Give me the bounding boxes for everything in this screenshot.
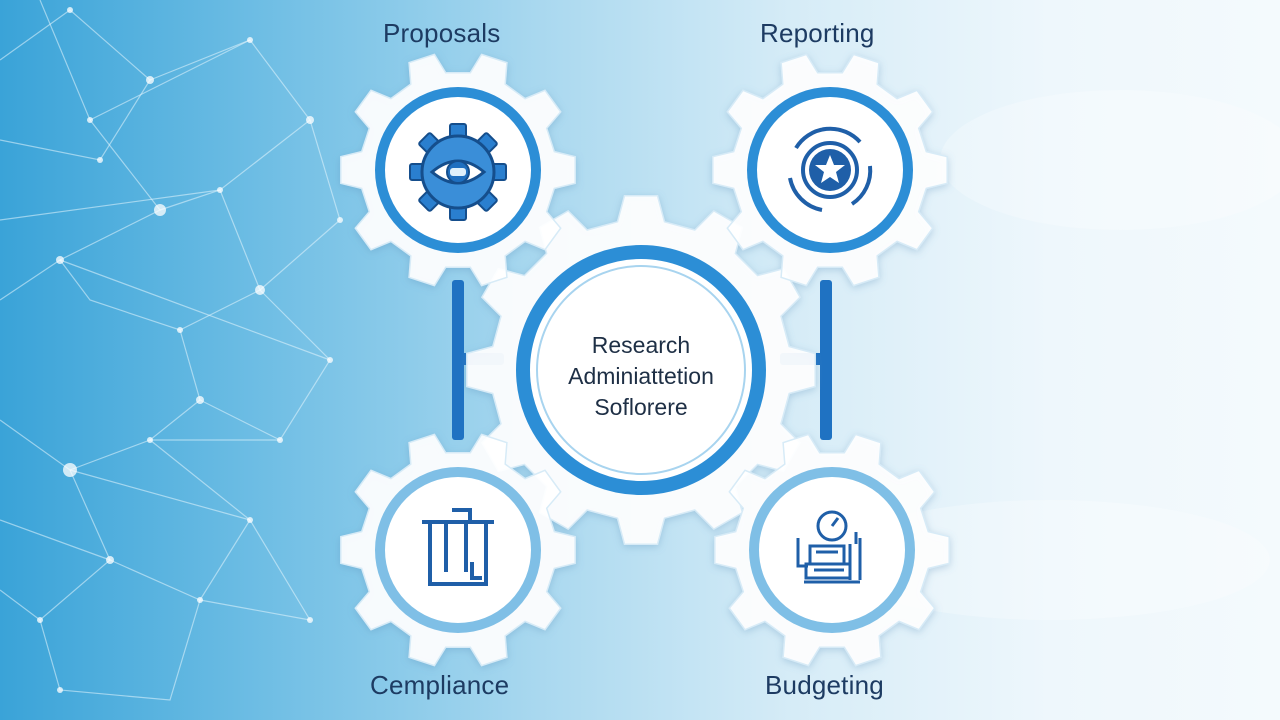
ring-compliance bbox=[375, 467, 541, 633]
hub-outer-ring bbox=[516, 245, 766, 495]
hub-title-line-3: Soflorere bbox=[594, 394, 688, 420]
target-star-icon bbox=[788, 126, 873, 212]
hub bbox=[516, 245, 766, 495]
hub-inner-ring bbox=[536, 265, 746, 475]
label-compliance: Cempliance bbox=[370, 670, 510, 700]
hub-title: Research Adminiattetion Soflorere bbox=[530, 330, 752, 423]
hub-title-line-2: Adminiattetion bbox=[568, 363, 714, 389]
gear-eye-icon bbox=[409, 123, 507, 221]
label-budgeting: Budgeting bbox=[765, 670, 884, 700]
hub-title-line-1: Research bbox=[591, 332, 691, 358]
label-proposals: Proposals bbox=[383, 18, 501, 48]
clipboard-columns-icon bbox=[422, 508, 494, 586]
ring-budgeting bbox=[749, 467, 915, 633]
gauge-machine-icon bbox=[796, 510, 862, 584]
label-reporting: Reporting bbox=[760, 18, 875, 48]
